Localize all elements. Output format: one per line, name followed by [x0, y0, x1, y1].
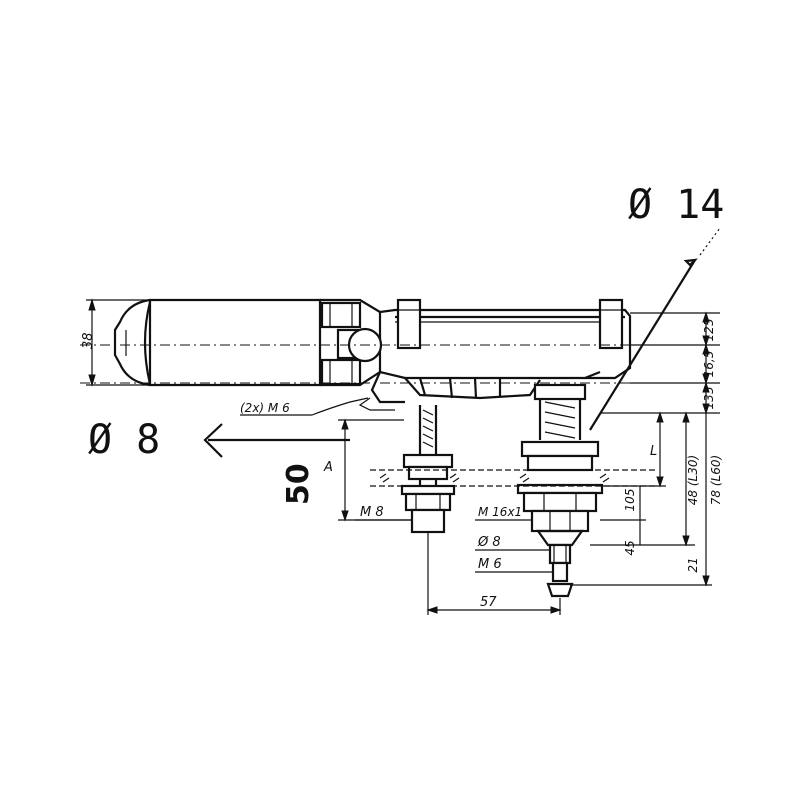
dimension-38: [86, 298, 150, 387]
label-dia-8: Ø 8: [477, 535, 501, 550]
gearbox-housing: [358, 298, 632, 411]
leader-2x-m6: [240, 397, 369, 416]
handwritten-50: 50: [281, 463, 316, 505]
label-2x-m6: (2x) M 6: [240, 401, 290, 415]
dim-57: 57: [480, 595, 497, 610]
dimension-57: [426, 532, 562, 615]
motor-body: [113, 298, 322, 387]
dim-105: 105: [623, 489, 637, 512]
label-m8: M 8: [360, 505, 384, 520]
point-a-label: A: [323, 460, 333, 475]
right-dimension-stack: [570, 311, 720, 587]
dim-48-l30: 48 (L30): [686, 455, 700, 505]
dim-125: 125: [702, 319, 716, 342]
dim-21: 21: [686, 557, 700, 572]
dim-135: 135: [702, 387, 716, 410]
dim-78-l60: 78 (L60): [709, 455, 723, 505]
label-m6: M 6: [478, 557, 502, 572]
dim-L: L: [650, 444, 657, 459]
motor-end-bracket: [320, 298, 383, 387]
spindle-assembly: [516, 383, 604, 598]
left-mounting-stud: [400, 405, 456, 534]
label-m16: M 16x1: [478, 505, 522, 519]
label-dia-8-arrow: Ø 8: [88, 417, 160, 463]
dim-45: 45: [623, 540, 637, 555]
label-dia-14: Ø 14: [628, 182, 724, 228]
dim-38: 38: [81, 332, 96, 349]
dia-8-arrow: [203, 423, 350, 458]
dim-16-5: 16,5: [702, 351, 716, 378]
